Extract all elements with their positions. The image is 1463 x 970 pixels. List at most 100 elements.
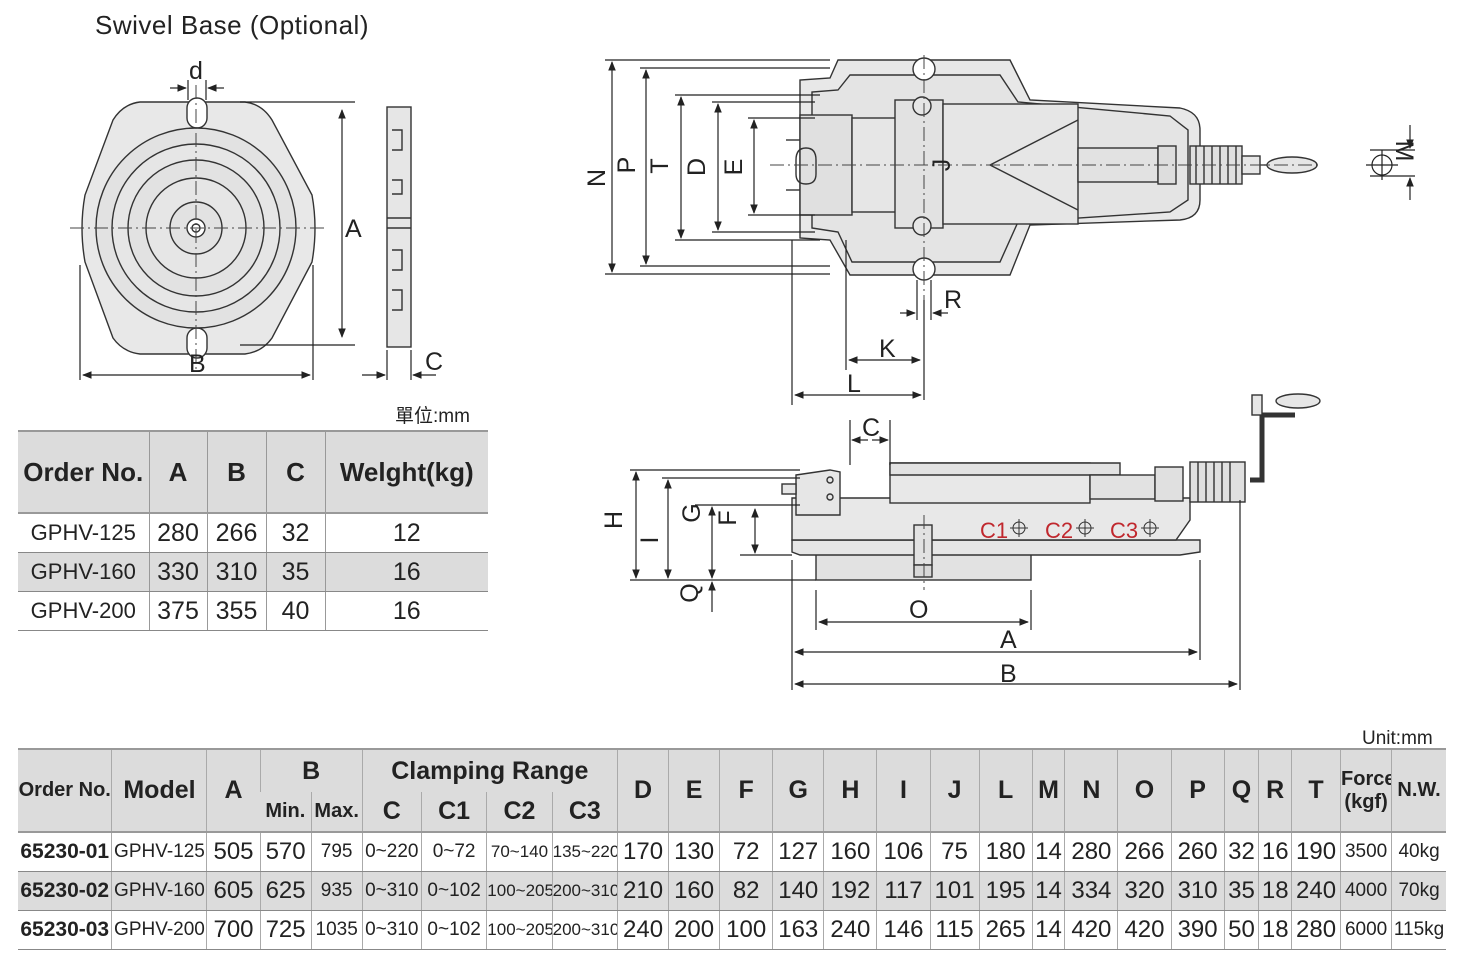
dim-label-e: E	[720, 159, 748, 176]
col-header: J	[929, 748, 980, 833]
cell: 375	[148, 591, 207, 631]
cell: 334	[1064, 871, 1118, 911]
col-header: C	[265, 430, 325, 514]
cell: 0~310	[361, 910, 422, 950]
dim-label-side-c: C	[862, 414, 880, 442]
dim-label-t: T	[646, 158, 674, 173]
cell: 32	[265, 513, 325, 553]
cell: 265	[978, 910, 1033, 950]
cell: 135~220	[551, 832, 618, 872]
cell: 795	[310, 832, 363, 872]
cell: 35	[265, 552, 325, 592]
cell: 101	[929, 871, 980, 911]
cell: 106	[876, 832, 931, 872]
col-header: E	[668, 748, 720, 833]
cell: 0~102	[420, 871, 487, 911]
col-header: M	[1031, 748, 1065, 833]
table-header-row: Order No. A B C Welght(kg)	[18, 430, 488, 514]
col-header-force: Force (kgf)	[1340, 748, 1392, 833]
dim-label-i: I	[636, 537, 664, 544]
cell: 115	[929, 910, 980, 950]
cell: 200~310	[551, 871, 618, 911]
cell: 16	[324, 552, 488, 592]
cell: 18	[1258, 910, 1292, 950]
cell: 3500	[1340, 832, 1392, 872]
col-header: T	[1291, 748, 1341, 833]
dim-label-side-b: B	[1000, 660, 1017, 688]
dim-label-h: H	[600, 511, 628, 529]
cell: 190	[1291, 832, 1341, 872]
cell: 266	[206, 513, 266, 553]
vise-top-view	[786, 57, 1318, 281]
cell: 280	[148, 513, 207, 553]
cell: 130	[668, 832, 720, 872]
table-row: GPHV-125 280 266 32 12	[18, 513, 488, 553]
cell: 195	[978, 871, 1033, 911]
table-row: GPHV-160 330 310 35 16	[18, 552, 488, 592]
col-header: C1	[420, 792, 487, 833]
dim-label-a: A	[345, 215, 362, 243]
cell: 310	[1170, 871, 1225, 911]
cell: 192	[823, 871, 877, 911]
col-header: Max.	[310, 792, 363, 833]
col-header: A	[148, 430, 207, 514]
cell: 12	[324, 513, 488, 553]
col-header: A	[206, 748, 261, 833]
cell: 72	[719, 832, 773, 872]
spec-unit-label: Unit:mm	[1362, 728, 1433, 749]
dim-label-side-a: A	[1000, 626, 1017, 654]
model-cell: GPHV-160	[111, 871, 207, 911]
cell: 82	[719, 871, 773, 911]
swivel-unit-label: 單位:mm	[395, 406, 470, 427]
model-cell: GPHV-200	[111, 910, 207, 950]
col-header: D	[616, 748, 669, 833]
cell: 210	[616, 871, 669, 911]
cell: 0~220	[361, 832, 422, 872]
dim-label-d: D	[683, 158, 711, 176]
cell: 320	[1117, 871, 1172, 911]
cell: 170	[616, 832, 669, 872]
cell: 310	[206, 552, 266, 592]
cell: 0~102	[420, 910, 487, 950]
cell: 260	[1170, 832, 1225, 872]
col-header: L	[978, 748, 1033, 833]
cell: 200~310	[551, 910, 618, 950]
dim-label-c: C	[425, 348, 443, 376]
col-header: Q	[1223, 748, 1259, 833]
cell: 117	[876, 871, 931, 911]
cell: 16	[324, 591, 488, 631]
cell: 14	[1031, 832, 1065, 872]
dim-label-d: d	[189, 57, 203, 85]
col-header: C	[361, 792, 422, 833]
force-label: Force	[1341, 767, 1392, 790]
col-header: O	[1117, 748, 1172, 833]
dim-label-k: K	[879, 335, 896, 363]
cell: 330	[148, 552, 207, 592]
col-header: Clamping Range	[361, 748, 618, 792]
cell: 240	[823, 910, 877, 950]
col-header: F	[719, 748, 773, 833]
cell: 40	[265, 591, 325, 631]
cell: 625	[259, 871, 312, 911]
dim-label-j: J	[928, 159, 956, 172]
cell: 420	[1117, 910, 1172, 950]
table-row: GPHV-200 375 355 40 16	[18, 591, 488, 631]
table-header-row: Order No. Model A B Clamping Range D E F…	[18, 748, 1446, 833]
dim-label-l: L	[847, 370, 861, 398]
swivel-base-title: Swivel Base (Optional)	[95, 10, 369, 40]
vise-side-view	[781, 393, 1321, 581]
cell: 6000	[1340, 910, 1392, 950]
cell: 100~205	[486, 910, 553, 950]
order-no-cell: 65230-01	[18, 832, 112, 872]
force-unit-label: (kgf)	[1344, 790, 1388, 813]
col-header: Welght(kg)	[324, 430, 488, 514]
model-cell: GPHV-125	[111, 832, 207, 872]
col-header: P	[1170, 748, 1225, 833]
cell: 115kg	[1391, 910, 1446, 950]
technical-drawing: d A B C	[70, 55, 1418, 690]
clamp-label-c2: C2	[1045, 518, 1073, 543]
cell: 35	[1223, 871, 1259, 911]
cell: GPHV-200	[18, 591, 149, 631]
